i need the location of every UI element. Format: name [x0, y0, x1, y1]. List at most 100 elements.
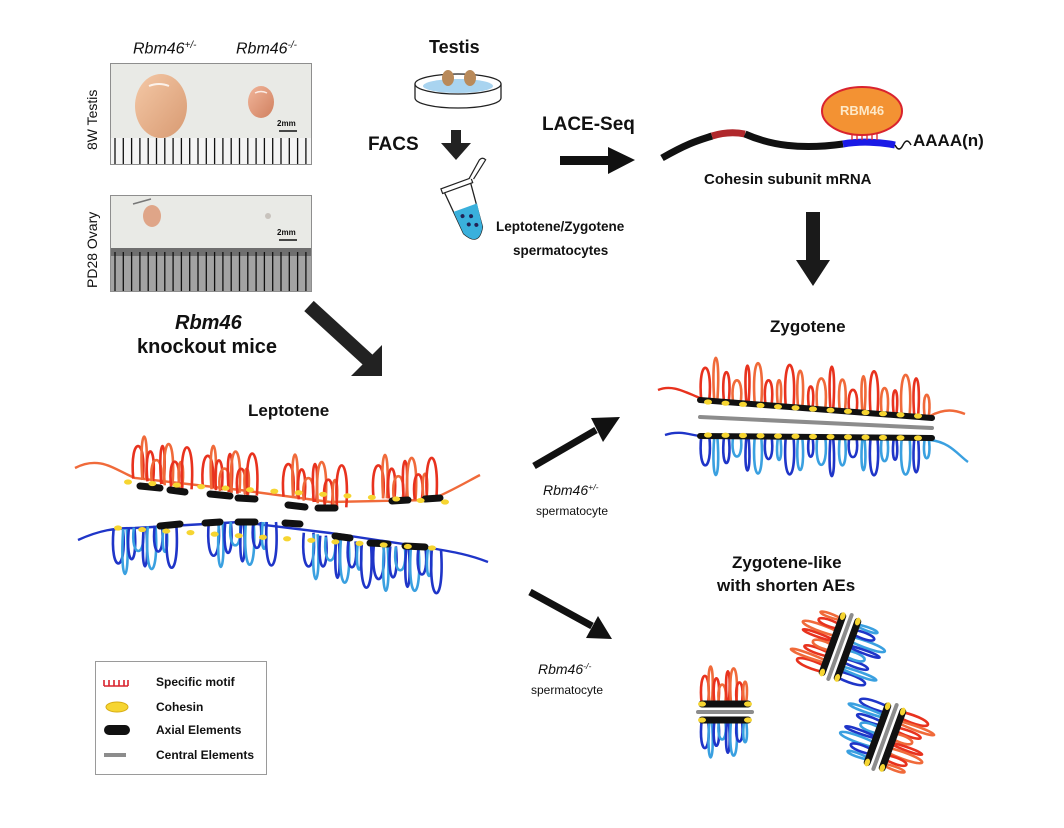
chromatin-loop [828, 365, 836, 411]
chromatin-loop [847, 437, 859, 459]
chromatin-loop [860, 375, 867, 413]
chromatin-loop [775, 379, 783, 407]
mrna-icon [660, 86, 912, 162]
chromatin-loop [879, 386, 890, 415]
chromatin-loop [897, 719, 936, 737]
chromatin-loop [381, 545, 390, 593]
cohesin-marker [319, 491, 328, 497]
cohesin-marker [197, 484, 206, 490]
legend-item-axial: Axial Elements [96, 720, 241, 740]
testis-ko [248, 86, 274, 118]
chromatin-loop [152, 525, 164, 553]
chromatin-loop [707, 719, 715, 759]
chromatin-loop [868, 370, 880, 414]
mrna-label: Cohesin subunit mRNA [704, 171, 872, 188]
cohesin-marker [744, 701, 752, 707]
chromatin-loop [412, 473, 424, 500]
rbm46-protein-icon [821, 86, 903, 136]
chromatin-loop [264, 521, 278, 567]
chromatin-loop [840, 664, 878, 682]
chromatin-loop [201, 454, 215, 489]
cohesin-marker [343, 493, 352, 499]
lace-seq-label: LACE-Seq [542, 114, 635, 135]
chromatin-loop [844, 649, 866, 663]
chromatid-red-strand [74, 461, 481, 504]
testis-title: Testis [429, 37, 480, 57]
cohesin-marker [210, 531, 219, 537]
chromatin-loop [837, 437, 847, 467]
chromatid-blue-strand [664, 431, 701, 438]
leptotene-chromosomes [74, 435, 489, 595]
cohesin-marker [270, 488, 279, 494]
chromatin-loop [763, 379, 774, 406]
chromatin-loop [318, 535, 328, 568]
ko-branch-arrow-icon [528, 588, 612, 639]
chromatin-loop [899, 437, 912, 476]
chromatin-loop [882, 762, 906, 774]
rbm46-label: RBM46 [840, 103, 885, 118]
chromatin-loop [162, 442, 175, 486]
cohesin-marker [879, 764, 886, 772]
axial-element [833, 618, 862, 682]
chromatin-loop [731, 436, 743, 458]
chromatid-blue-strand [929, 438, 969, 463]
cohesin-marker [774, 404, 782, 410]
testis-photo: 2mm [110, 63, 312, 165]
chromatin-loop [775, 436, 783, 461]
chromatin-loop [763, 436, 774, 461]
chromatin-loop [806, 385, 815, 409]
chromatin-loop [899, 373, 912, 417]
cohesin-marker [162, 528, 171, 534]
chromatin-loop [922, 437, 931, 460]
chromatin-loop [884, 753, 908, 768]
axial-element [206, 490, 234, 500]
zygotene-like-title-line1: Zygotene-like [732, 553, 842, 572]
zygotene-like-cluster [838, 697, 936, 774]
cohesin-marker [834, 674, 841, 682]
chromatin-loop [721, 370, 731, 403]
chromatin-loop [699, 435, 712, 467]
cohesin-marker [221, 485, 230, 491]
chromatin-loop [381, 453, 389, 499]
axial-element [166, 486, 189, 496]
axial-element [331, 532, 354, 542]
cohesin-marker [721, 432, 730, 438]
axial-element-icon [104, 725, 130, 735]
chromatin-loop [216, 521, 225, 569]
chromatin-loop [165, 524, 179, 570]
cohesin-marker [819, 668, 826, 677]
chromatin-loop [783, 363, 796, 408]
chromatin-loop [837, 378, 847, 412]
chromatin-loop [121, 528, 129, 576]
cohesin-marker [124, 479, 132, 485]
cohesin-marker [861, 409, 870, 416]
chromatin-loop [752, 436, 764, 475]
cohesin-marker [839, 612, 846, 620]
het-branch-genotype: Rbm46+/- [543, 482, 599, 498]
chromatin-loop [145, 526, 158, 571]
chromatin-loop [707, 665, 715, 705]
cohesin-marker [809, 406, 817, 412]
cohesin-marker [258, 534, 267, 540]
genotype-het-label: Rbm46+/- [133, 40, 197, 58]
cohesin-marker [844, 434, 852, 440]
cohesin-marker [826, 434, 835, 440]
polya-label: AAAA(n) [913, 131, 984, 150]
chromatin-loop [912, 377, 921, 417]
chromatin-loop [815, 377, 828, 410]
cohesin-marker [403, 543, 412, 550]
cohesin-marker [367, 494, 376, 500]
knockout-mice-label: knockout mice [137, 336, 278, 358]
cohesin-marker [739, 401, 747, 407]
central-element [871, 703, 899, 771]
knockout-gene-label: Rbm46 [175, 312, 242, 334]
cohesin-marker [864, 758, 871, 767]
chromatin-loop [846, 749, 870, 762]
chromatid-blue-strand [77, 520, 489, 564]
tube-label-line2: spermatocytes [513, 243, 609, 258]
ko-branch-genotype: Rbm46-/- [538, 661, 592, 677]
legend-item-motif: Specific motif [96, 672, 235, 692]
chromatin-loop [712, 356, 720, 402]
cohesin-marker [698, 717, 706, 723]
